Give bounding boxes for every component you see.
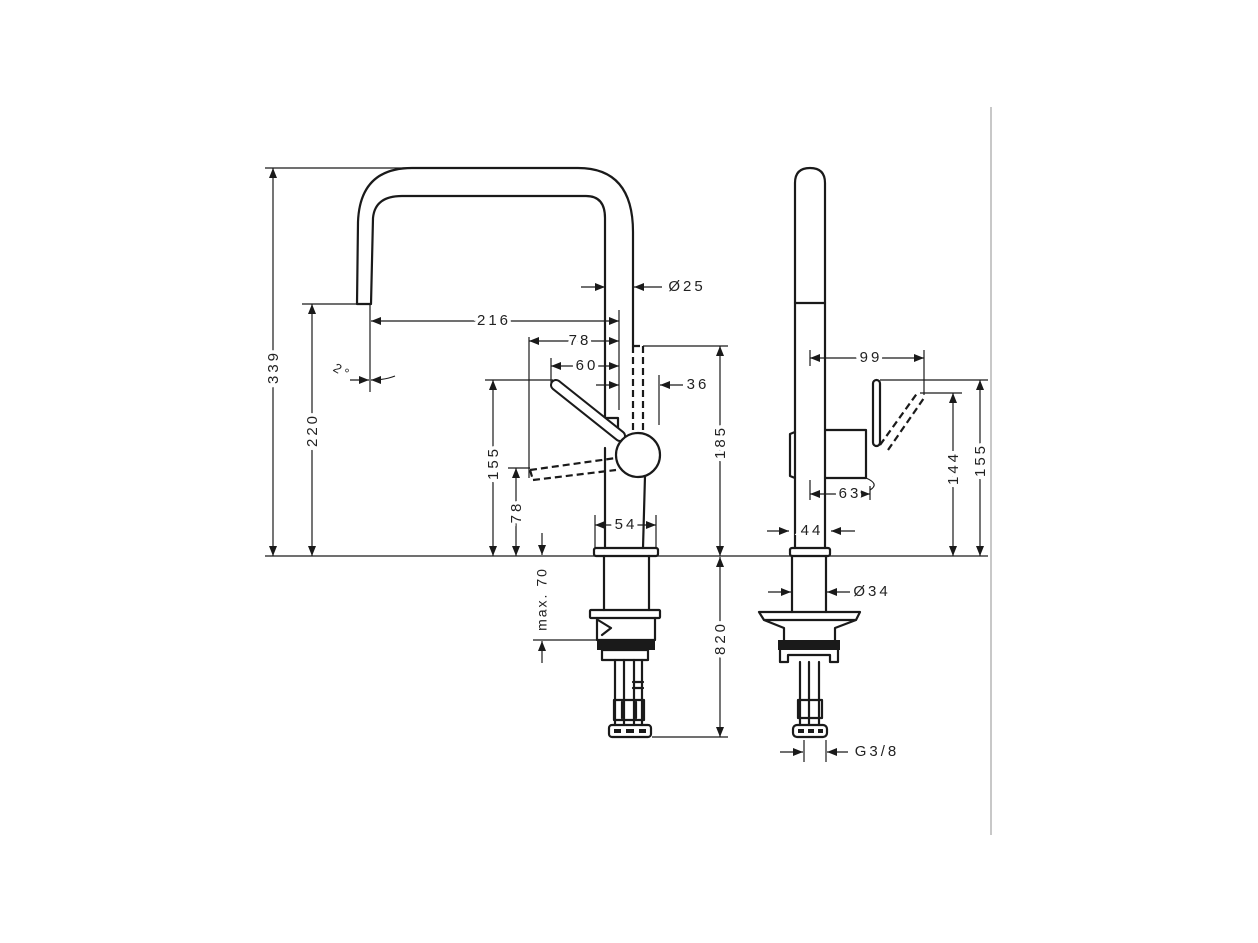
hose-foot-side	[791, 723, 829, 739]
lever-dashed-alt	[528, 456, 617, 482]
lever-dashed-alt-side	[879, 391, 925, 451]
dim-housing-depth: 63	[839, 485, 862, 502]
ring-side	[778, 648, 840, 664]
base-flange	[592, 546, 660, 558]
hose-foot	[607, 723, 653, 739]
dim-lever-height-up: 155	[485, 446, 502, 480]
dim-shank-diameter: Ø34	[853, 583, 890, 600]
dim-spout-angle: 2°	[331, 360, 354, 382]
dim-body-width: 54	[615, 516, 638, 533]
dim-base-diameter: 44	[801, 522, 824, 539]
ring	[600, 648, 650, 662]
dim-max-deck-thickness: max. 70	[534, 567, 550, 631]
body	[603, 446, 647, 550]
dim-lever-reach-max: 78	[569, 332, 592, 349]
dim-spout-reach: 216	[477, 312, 511, 329]
dim-spout-outlet-height: 220	[304, 413, 321, 447]
shank-side	[790, 554, 828, 614]
spout-side	[793, 166, 827, 550]
lever-hub	[614, 431, 662, 479]
dim-hose-length: 820	[712, 621, 729, 655]
spout-outline	[355, 166, 635, 420]
front-view: 339 220 2° Ø25 216 78 60 36 155 78	[261, 166, 732, 739]
base-flange-side	[788, 546, 832, 558]
dim-lever-projection: 99	[860, 349, 883, 366]
hose-fitting	[612, 698, 646, 722]
lever-side	[871, 378, 882, 448]
dim-total-height: 339	[265, 350, 282, 384]
threaded-band-side	[778, 640, 840, 650]
dim-lever-height-total: 155	[972, 443, 989, 477]
dim-connection-thread: G3/8	[855, 743, 900, 760]
shank	[602, 554, 651, 612]
mounting-plate-side	[757, 610, 862, 642]
nut	[595, 616, 657, 642]
spout-dashed-alt	[631, 344, 645, 432]
dim-body-height: 185	[712, 425, 729, 459]
dim-lever-offset: 36	[687, 376, 710, 393]
supply-hoses	[613, 658, 645, 727]
supply-hoses-side	[798, 660, 821, 727]
mounting-plate	[588, 608, 662, 620]
dim-spout-diameter: Ø25	[668, 278, 705, 295]
side-view: 99 63 44 Ø34 G3/8 144 155	[728, 166, 992, 763]
dim-lever-height-down: 78	[508, 501, 525, 524]
dim-lever-height: 144	[945, 451, 962, 485]
dim-lever-reach: 60	[576, 357, 599, 374]
threaded-band	[597, 640, 655, 650]
cartridge-housing	[788, 428, 868, 480]
